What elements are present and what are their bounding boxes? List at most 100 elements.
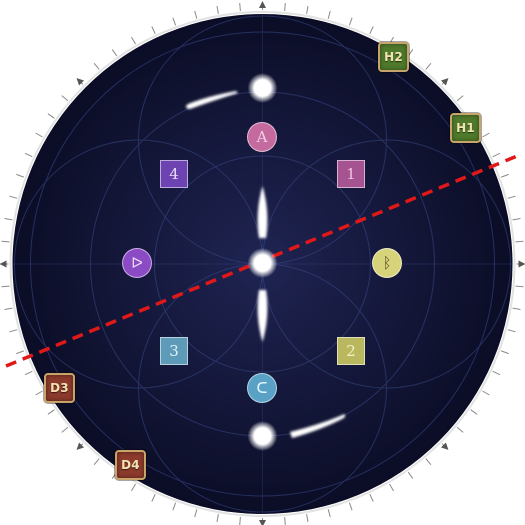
rim-tick (239, 2, 241, 12)
rim-tick (512, 218, 521, 221)
glyph-1-symbol: 1 (346, 164, 356, 183)
rim-tick (306, 5, 309, 14)
rim-tick (507, 195, 516, 199)
rim-tick (194, 509, 198, 518)
rim-tick (93, 62, 100, 70)
rim-tick (492, 370, 501, 376)
glyph-4: 4 (160, 160, 188, 188)
rim-tick (284, 516, 286, 525)
glyph-4-symbol: 4 (169, 164, 179, 183)
rim-tick (501, 350, 509, 355)
waymark-h2[interactable]: H2 (378, 42, 409, 72)
rim-tick (35, 132, 43, 138)
waymark-d4[interactable]: D4 (115, 450, 146, 480)
rim-arrow-icon (259, 1, 266, 8)
orb-tail-center-down (257, 290, 268, 342)
glyph-d-symbol: ᐅ (131, 253, 143, 272)
rim-tick (172, 502, 177, 511)
rim-arrow-icon (441, 442, 449, 450)
orb-top (247, 73, 278, 103)
rim-tick (407, 471, 414, 479)
glyph-c: ᑕ (247, 373, 277, 403)
rim-tick (16, 173, 24, 178)
rim-tick (194, 10, 198, 19)
rim-arrow-icon (0, 260, 7, 268)
rim-tick (131, 36, 136, 45)
rim-tick (172, 17, 177, 26)
glyph-1: 1 (337, 160, 365, 188)
orb-tail-top (185, 91, 238, 109)
rim-tick (61, 426, 69, 433)
waymark-d3[interactable]: D3 (44, 373, 75, 403)
rim-tick (151, 493, 156, 502)
rim-tick (16, 350, 24, 355)
rim-tick (111, 49, 118, 57)
rim-tick (369, 26, 374, 35)
rim-tick (492, 152, 501, 158)
rim-tick (507, 329, 516, 333)
waymark-h2-label: H2 (384, 50, 403, 64)
rim-tick (348, 17, 353, 26)
rim-tick (93, 458, 100, 466)
rim-tick (216, 5, 219, 14)
glyph-a: A (247, 122, 277, 152)
rim-tick (151, 26, 156, 35)
rim-tick (24, 370, 33, 376)
rim-tick (239, 516, 241, 525)
rim-tick (4, 218, 13, 221)
glyph-d: ᐅ (122, 248, 152, 278)
rim-tick (470, 409, 478, 415)
rim-arrow-icon (518, 260, 525, 268)
rim-tick (306, 514, 309, 523)
arena-rim (9, 11, 516, 517)
rim-arrow-icon (259, 520, 266, 525)
rim-tick (61, 95, 69, 102)
rim-tick (24, 152, 33, 158)
glyph-2-symbol: 2 (346, 341, 356, 360)
orb-tail-center-up (257, 186, 268, 238)
waymark-d3-label: D3 (50, 381, 69, 395)
rim-tick (1, 240, 10, 243)
rim-tick (425, 62, 432, 70)
rim-tick (482, 132, 490, 138)
orb-bottom (247, 421, 278, 451)
rim-tick (425, 458, 432, 466)
rim-tick (327, 509, 331, 518)
floor-ring-outer (30, 31, 495, 497)
rim-tick (4, 307, 13, 310)
rim-tick (456, 426, 464, 433)
glyph-b: ᛒ (372, 248, 402, 278)
rim-tick (515, 285, 524, 288)
waymark-h1-label: H1 (456, 121, 475, 135)
rim-tick (1, 285, 10, 288)
waymark-h1[interactable]: H1 (450, 113, 481, 143)
floor-ring-inner (154, 155, 371, 373)
glyph-3-symbol: 3 (169, 341, 179, 360)
glyph-b-symbol: ᛒ (382, 253, 392, 272)
rim-tick (216, 514, 219, 523)
rim-tick (515, 240, 524, 243)
waymark-d4-label: D4 (121, 458, 140, 472)
rim-tick (35, 390, 43, 396)
orb-center (247, 248, 278, 278)
rim-tick (327, 10, 331, 19)
glyph-c-symbol: ᑕ (256, 378, 268, 397)
rim-tick (9, 195, 18, 199)
glyph-3: 3 (160, 337, 188, 365)
rim-tick (482, 390, 490, 396)
rim-tick (389, 483, 394, 492)
rim-tick (512, 307, 521, 310)
rim-tick (47, 409, 55, 415)
orb-tail-bottom (290, 414, 346, 438)
glyph-a-symbol: A (256, 127, 268, 146)
glyph-2: 2 (337, 337, 365, 365)
rim-tick (348, 502, 353, 511)
rim-tick (131, 483, 136, 492)
rim-tick (369, 493, 374, 502)
rim-tick (456, 95, 464, 102)
orb-group (185, 73, 346, 451)
rim-tick (9, 329, 18, 333)
rim-tick (47, 113, 55, 119)
